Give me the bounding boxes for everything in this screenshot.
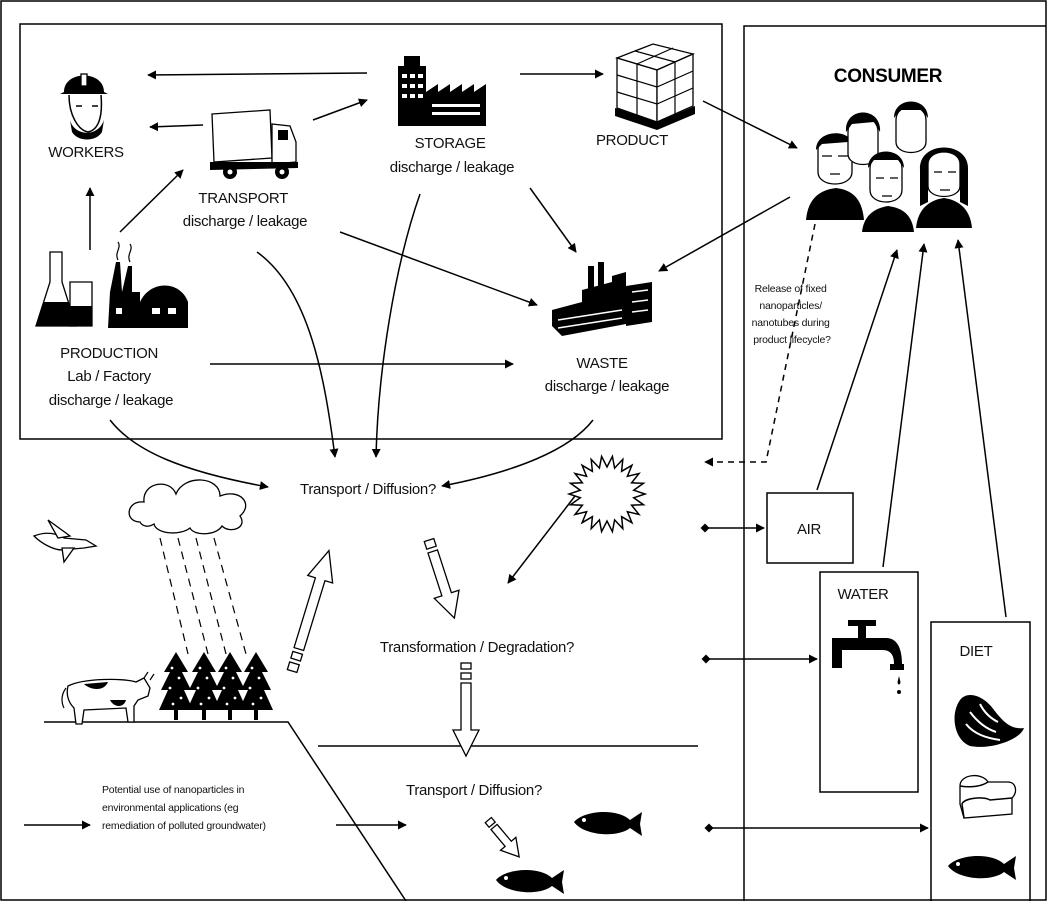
- people-group-icon: [806, 101, 972, 232]
- air-label: AIR: [797, 521, 822, 538]
- release-note: Release of fixed nanoparticles/ nanotube…: [752, 283, 833, 346]
- tree-icon: [213, 652, 247, 720]
- water-tap-icon: [832, 620, 904, 694]
- vegetables-icon: [954, 695, 1024, 747]
- rain-cloud-icon: [128, 479, 247, 655]
- flow-arrows: [24, 69, 1007, 833]
- fish-icon: [496, 869, 564, 894]
- fish-icon: [948, 855, 1016, 880]
- waste-plant-icon: [552, 262, 652, 336]
- product-label: PRODUCT: [596, 132, 668, 149]
- industry-box: [19, 23, 723, 440]
- worker-helmet-icon: [60, 73, 108, 140]
- tree-icon: [159, 652, 273, 720]
- fish-icon: [574, 811, 642, 836]
- storage-label: STORAGE discharge / leakage: [390, 135, 514, 176]
- bird-icon: [32, 519, 98, 564]
- lab-flask-factory-icon: [35, 241, 188, 328]
- air-box: [766, 492, 854, 564]
- sun-icon: [566, 454, 648, 534]
- ground-line: [44, 721, 407, 901]
- water-label: WATER: [838, 586, 889, 603]
- consumer-box: [743, 25, 1046, 901]
- consumer-heading: CONSUMER: [834, 66, 943, 87]
- hollow-arrows: [286, 537, 520, 858]
- application-note: Potential use of nanoparticles in enviro…: [102, 784, 266, 832]
- transformation-degradation: Transformation / Degradation?: [380, 639, 574, 656]
- production-label: PRODUCTION Lab / Factory discharge / lea…: [49, 345, 173, 409]
- transport-label: TRANSPORT discharge / leakage: [183, 190, 307, 230]
- truck-icon: [210, 109, 298, 179]
- transport-diffusion-top: Transport / Diffusion?: [300, 481, 436, 498]
- waste-label: WASTE discharge / leakage: [545, 355, 669, 395]
- workers-label: WORKERS: [48, 144, 124, 161]
- water-box: [819, 571, 919, 793]
- transport-diffusion-bottom: Transport / Diffusion?: [406, 782, 542, 799]
- factory-icon: [398, 56, 486, 126]
- diet-label: DIET: [960, 643, 993, 660]
- tree-icon: [187, 652, 221, 720]
- tree-icon: [159, 652, 193, 720]
- diet-box: [930, 621, 1031, 901]
- bread-icon: [959, 775, 1017, 819]
- pallet-boxes-icon: [615, 43, 695, 130]
- tree-icon: [239, 652, 273, 720]
- cow-icon: [61, 671, 155, 725]
